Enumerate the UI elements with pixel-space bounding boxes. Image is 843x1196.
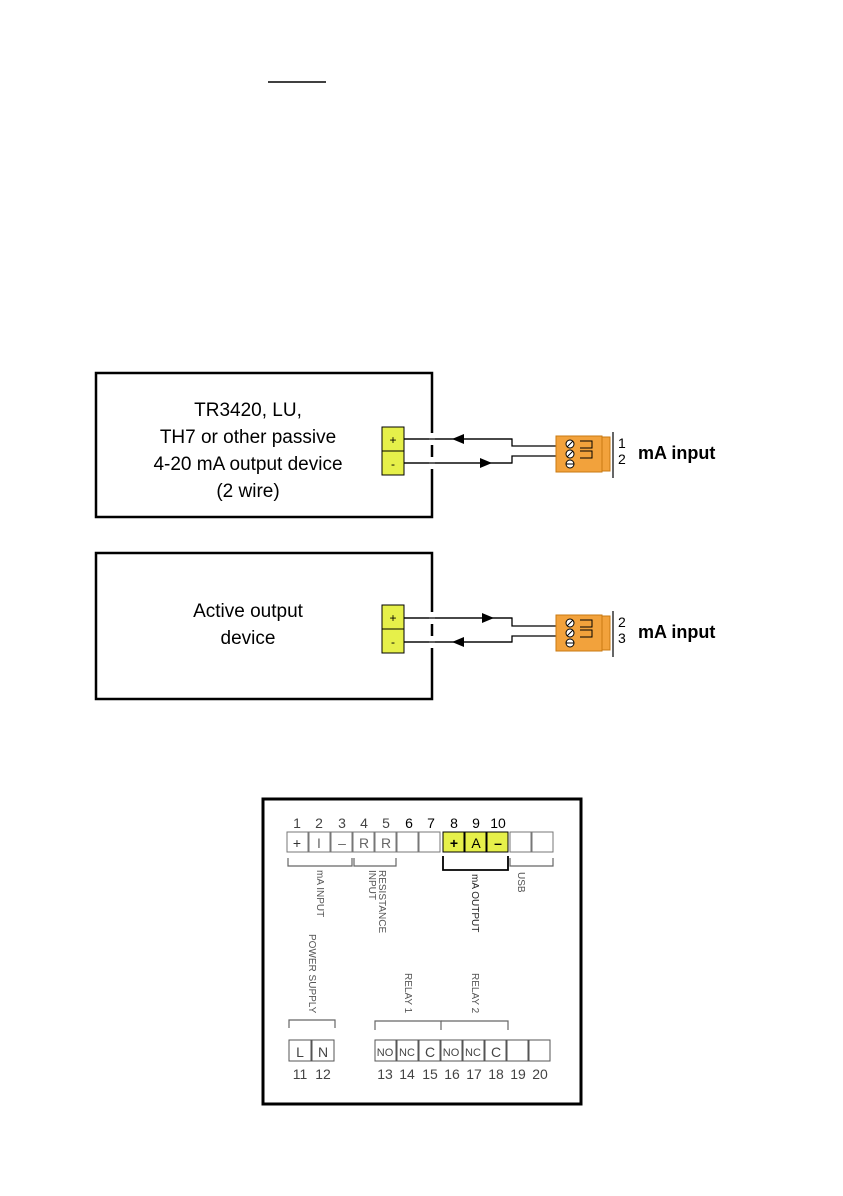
terminal-cell-label: A [471, 835, 481, 851]
label-resistance-input-2: INPUT [366, 870, 377, 900]
pin-number-bottom: 2 [618, 451, 626, 467]
terminal-number: 5 [382, 815, 390, 831]
device-label-line-4: (2 wire) [216, 481, 279, 502]
terminal-cell-label: – [338, 835, 346, 851]
label-relay1: RELAY 1 [402, 973, 413, 1014]
terminal-cell-label: NC [465, 1047, 481, 1059]
arrow-left-icon [452, 434, 464, 444]
pin-number-top: 2 [618, 614, 626, 630]
terminal-cell [532, 832, 553, 852]
terminal-number: 11 [293, 1066, 308, 1082]
wire-bottom [404, 636, 566, 642]
bracket-relay2 [441, 1021, 508, 1030]
terminal-cell-label: + [293, 835, 301, 851]
arrow-right-icon [482, 613, 494, 623]
terminal-panel: 1 2 3 4 5 6 7 8 9 10 + I – R R + A – [263, 799, 581, 1104]
device-label-line-3: 4-20 mA output device [153, 454, 342, 475]
terminal-number: 19 [510, 1066, 526, 1082]
bracket-relay1 [375, 1021, 441, 1030]
terminal-cell [397, 832, 418, 852]
device-label-line-2: TH7 or other passive [160, 427, 336, 448]
device-label-line-1: TR3420, LU, [194, 400, 302, 421]
terminal-number: 13 [377, 1066, 393, 1082]
bracket-ma-input [288, 858, 352, 866]
arrow-right-icon [480, 458, 492, 468]
pin-number-bottom: 3 [618, 630, 626, 646]
terminal-plus-label: + [389, 611, 396, 625]
terminal-cell [529, 1040, 550, 1061]
label-usb: USB [515, 872, 526, 893]
terminal-minus-label: - [391, 635, 395, 649]
wire-top [404, 439, 566, 446]
label-ma-output: mA OUTPUT [469, 874, 480, 932]
terminal-cell-label: C [425, 1044, 435, 1060]
input-label: mA input [638, 443, 715, 463]
terminal-number: 10 [490, 815, 506, 831]
terminal-number: 17 [466, 1066, 482, 1082]
terminal-number: 8 [450, 815, 458, 831]
terminal-connector-icon [556, 432, 613, 478]
terminal-number: 9 [472, 815, 480, 831]
terminal-number: 14 [399, 1066, 415, 1082]
terminal-cell-label: NC [399, 1047, 415, 1059]
bracket-ma-output [443, 856, 508, 870]
bracket-resistance-input [354, 858, 396, 866]
terminal-number: 2 [315, 815, 323, 831]
label-relay2: RELAY 2 [469, 973, 480, 1014]
diagram-active-device: Active output device + - 2 3 mA inpu [96, 553, 715, 699]
input-label: mA input [638, 622, 715, 642]
terminal-connector-icon [556, 611, 613, 657]
terminal-cell-label: + [450, 835, 458, 851]
terminal-number: 4 [360, 815, 368, 831]
diagram-passive-device: TR3420, LU, TH7 or other passive 4-20 mA… [96, 373, 715, 517]
terminal-cell-label: N [318, 1044, 328, 1060]
bracket-power-supply [289, 1020, 335, 1028]
terminal-number: 7 [427, 815, 435, 831]
terminal-cell-label: C [491, 1044, 501, 1060]
device-label-line-2: device [221, 628, 276, 649]
terminal-number: 18 [488, 1066, 504, 1082]
terminal-cell [510, 832, 531, 852]
terminal-cell-label: L [296, 1044, 304, 1060]
terminal-number: 1 [293, 815, 301, 831]
terminal-cell-label: NO [377, 1047, 394, 1059]
device-label-line-1: Active output [193, 601, 304, 622]
terminal-cell-label: – [494, 835, 502, 851]
terminal-cell [419, 832, 440, 852]
terminal-number: 6 [405, 815, 413, 831]
terminal-number: 3 [338, 815, 346, 831]
label-power-supply: POWER SUPPLY [306, 934, 317, 1014]
terminal-number: 12 [315, 1066, 331, 1082]
terminal-cell-label: NO [443, 1047, 460, 1059]
arrow-left-icon [452, 637, 464, 647]
terminal-cell [507, 1040, 528, 1061]
terminal-minus-label: - [391, 457, 395, 471]
terminal-cell-label: I [317, 835, 321, 851]
terminal-number: 15 [422, 1066, 438, 1082]
terminal-number: 20 [532, 1066, 548, 1082]
bracket-usb [510, 858, 553, 866]
terminal-cell-label: R [359, 835, 369, 851]
terminal-plus-label: + [389, 433, 396, 447]
terminal-number: 16 [444, 1066, 460, 1082]
pin-number-top: 1 [618, 435, 626, 451]
terminal-cell-label: R [381, 835, 391, 851]
label-ma-input: mA INPUT [314, 870, 325, 917]
